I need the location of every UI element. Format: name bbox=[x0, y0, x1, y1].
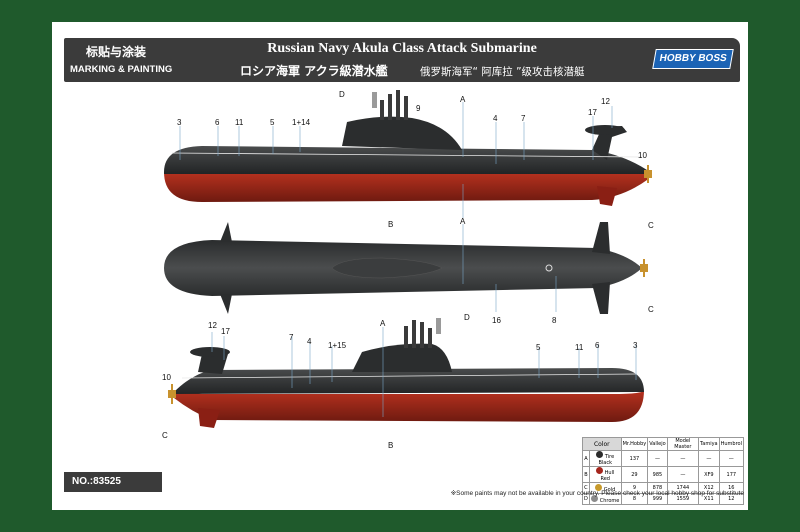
code-a: 137 bbox=[620, 450, 649, 467]
callout-3-top: 3 bbox=[177, 118, 182, 127]
swatch-icon bbox=[591, 494, 599, 502]
side-view-top bbox=[164, 90, 652, 206]
cell: — bbox=[647, 450, 668, 467]
paint-name: Chrome bbox=[599, 497, 620, 504]
substitute-note: ※Some paints may not be available in you… bbox=[450, 490, 744, 497]
cell: 985 bbox=[647, 466, 668, 483]
callout-b-bottom: B bbox=[388, 441, 393, 450]
callout-a-bottom: A bbox=[380, 319, 386, 328]
color-name-c: Gold bbox=[588, 482, 622, 494]
callout-17-top: 17 bbox=[588, 108, 597, 117]
paint-table: Color Mr.Hobby Vallejo Model Master Tami… bbox=[582, 437, 745, 505]
callout-a-mid: A bbox=[460, 217, 466, 226]
top-view bbox=[164, 222, 648, 314]
code-d: 8 bbox=[620, 493, 649, 505]
callout-a-top: A bbox=[460, 95, 466, 104]
cn-title: 俄罗斯海军“ 阿库拉 ”级攻击核潜艇 bbox=[420, 66, 585, 78]
swatch-icon bbox=[596, 451, 604, 458]
cell: XF9 bbox=[698, 466, 720, 483]
callout-b-top: B bbox=[388, 220, 393, 229]
header-bar: 标贴与涂装 MARKING & PAINTING Russian Navy Ak… bbox=[64, 38, 740, 82]
callout-7-top: 7 bbox=[521, 114, 526, 123]
color-name-b: Hull Red bbox=[588, 466, 622, 483]
paint-name: Gold bbox=[603, 486, 616, 493]
callout-7-bottom: 7 bbox=[289, 333, 294, 342]
callout-4-bottom: 4 bbox=[307, 337, 312, 346]
callout-17-bottom: 17 bbox=[221, 327, 230, 336]
cell: — bbox=[698, 450, 720, 467]
col-humbrol: Humbrol bbox=[718, 437, 745, 451]
cell: — bbox=[666, 450, 700, 467]
cell: 999 bbox=[647, 493, 668, 505]
callout-4-top: 4 bbox=[493, 114, 498, 123]
product-number: NO.:83525 bbox=[64, 472, 162, 492]
col-tamiya: Tamiya bbox=[698, 437, 720, 451]
page-title: Russian Navy Akula Class Attack Submarin… bbox=[267, 41, 537, 56]
paint-name: Tire Black bbox=[598, 454, 615, 466]
paint-row-b: B Hull Red 29 985 — XF9 177 bbox=[582, 466, 745, 483]
cell: — bbox=[666, 466, 700, 483]
callout-3-bottom: 3 bbox=[633, 341, 638, 350]
submarine-drawings: D 9 A 3 6 11 5 1+14 4 7 17 12 10 B C A 1… bbox=[162, 90, 654, 450]
callout-c-top: C bbox=[648, 221, 654, 230]
code-b: 29 bbox=[620, 466, 649, 483]
paint-row-d: D Chrome 8 999 1559 X11 12 bbox=[582, 493, 745, 505]
color-name-a: Tire Black bbox=[588, 450, 622, 467]
side-view-bottom bbox=[168, 318, 644, 428]
callout-6-bottom: 6 bbox=[595, 341, 600, 350]
callout-9: 9 bbox=[416, 104, 421, 113]
instruction-sheet: 标贴与涂装 MARKING & PAINTING Russian Navy Ak… bbox=[52, 22, 748, 510]
callout-5-top: 5 bbox=[270, 118, 275, 127]
callout-8: 8 bbox=[552, 316, 557, 325]
callout-d-bottom: D bbox=[464, 313, 470, 322]
color-name-d: Chrome bbox=[588, 493, 622, 505]
letter-a: A bbox=[582, 450, 590, 467]
cn-section-label: 标贴与涂装 bbox=[86, 45, 147, 59]
paint-table-header: Color Mr.Hobby Vallejo Model Master Tami… bbox=[582, 437, 745, 451]
callout-1-15: 1+15 bbox=[328, 341, 347, 350]
paint-row-c: C Gold 9 878 1744 X12 16 bbox=[582, 482, 745, 494]
cell: 1559 bbox=[666, 493, 700, 505]
jp-title: ロシア海軍 アクラ級潜水艦 bbox=[240, 64, 388, 78]
cell: 12 bbox=[718, 493, 745, 505]
callout-11-bottom: 11 bbox=[575, 343, 584, 352]
callout-6-top: 6 bbox=[215, 118, 220, 127]
leader-lines bbox=[179, 102, 637, 417]
callout-1-14: 1+14 bbox=[292, 118, 311, 127]
callout-10-top: 10 bbox=[638, 151, 647, 160]
callout-5-bottom: 5 bbox=[536, 343, 541, 352]
swatch-icon bbox=[595, 483, 603, 491]
callout-10-bottom: 10 bbox=[162, 373, 171, 382]
callout-c-bottom: C bbox=[162, 431, 168, 440]
callout-d-top: D bbox=[339, 90, 345, 99]
col-mrhobby: Mr.Hobby bbox=[620, 437, 649, 451]
marking-painting-label: MARKING & PAINTING bbox=[70, 64, 173, 75]
callout-c-mid: C bbox=[648, 305, 654, 314]
col-modelmaster: Model Master bbox=[666, 437, 700, 451]
callout-12-bottom: 12 bbox=[208, 321, 217, 330]
col-vallejo: Vallejo bbox=[647, 437, 668, 451]
callout-12-top: 12 bbox=[601, 97, 610, 106]
col-color: Color bbox=[582, 437, 622, 451]
callout-16: 16 bbox=[492, 316, 501, 325]
callout-11-top: 11 bbox=[235, 118, 244, 127]
paint-name: Hull Red bbox=[600, 470, 615, 482]
cell: 177 bbox=[718, 466, 745, 483]
letter-b: B bbox=[582, 466, 590, 483]
swatch-icon bbox=[596, 467, 604, 474]
callout-labels: D 9 A 3 6 11 5 1+14 4 7 17 12 10 B C A 1… bbox=[162, 90, 654, 450]
paint-row-a: A Tire Black 137 — — — — bbox=[582, 450, 745, 467]
cell: — bbox=[718, 450, 745, 467]
